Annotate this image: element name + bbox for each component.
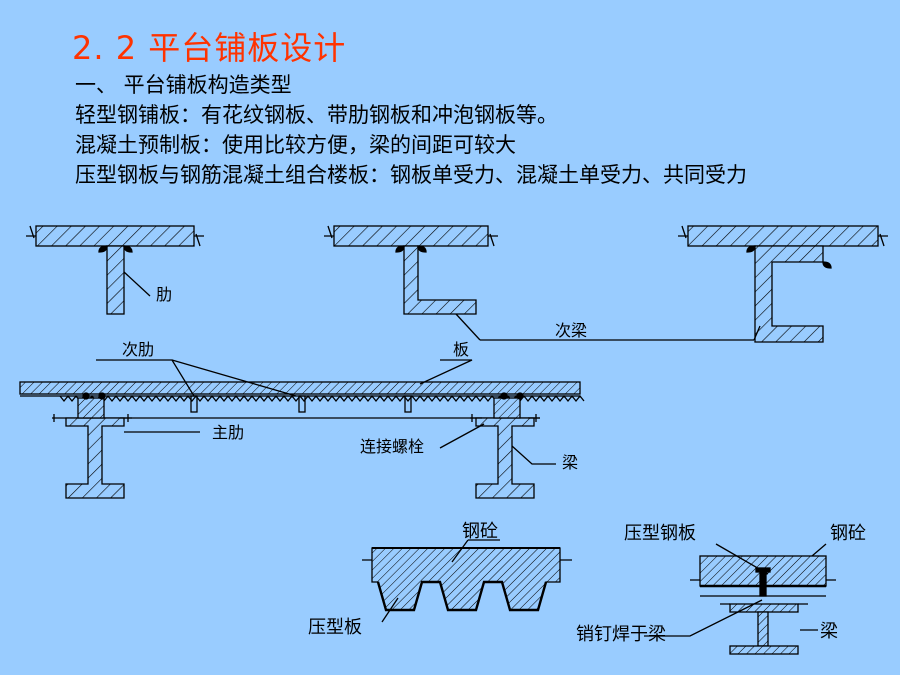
figure-plate-beam-assembly (19, 359, 585, 499)
beam-mid-label: 梁 (562, 453, 578, 472)
plate-label: 板 (453, 340, 469, 359)
rib-label: 肋 (156, 285, 172, 304)
secondary-beam-label: 次梁 (555, 321, 587, 340)
composite-slab-line: 压型钢板与钢筋混凝土组合楼板：钢板单受力、混凝土单受力、共同受力 (75, 163, 747, 187)
light-steel-plate-line: 轻型钢铺板：有花纹钢板、带肋钢板和冲泡钢板等。 (75, 103, 558, 127)
figure-profiled-plate-slab (362, 539, 572, 623)
stud-welded-label: 销钉焊于梁 (576, 624, 666, 645)
slide-title: 2. 2 平台铺板设计 (72, 29, 347, 67)
main-rib-label: 主肋 (212, 423, 244, 442)
secondary-rib-label: 次肋 (122, 340, 154, 359)
body-text: 一、 平台铺板构造类型 轻型钢铺板：有花纹钢板、带肋钢板和冲泡钢板等。 混凝土预… (75, 70, 747, 190)
profiled-plate-label: 压型板 (308, 617, 362, 638)
precast-concrete-line: 混凝土预制板：使用比较方便，梁的间距可较大 (75, 133, 516, 157)
figure-channel-plate (678, 225, 888, 343)
beam-bottom-label: 梁 (820, 621, 838, 642)
figure-angle-plate (324, 225, 754, 341)
figure-ribbed-plate (26, 225, 204, 315)
figure-stud-composite (644, 543, 836, 655)
heading-line: 一、 平台铺板构造类型 (75, 73, 292, 97)
profiled-steel-plate-label: 压型钢板 (624, 523, 696, 544)
connecting-bolt-label: 连接螺栓 (360, 437, 424, 456)
concrete-left-label: 钢砼 (462, 521, 498, 542)
concrete-right-label: 钢砼 (830, 523, 866, 544)
